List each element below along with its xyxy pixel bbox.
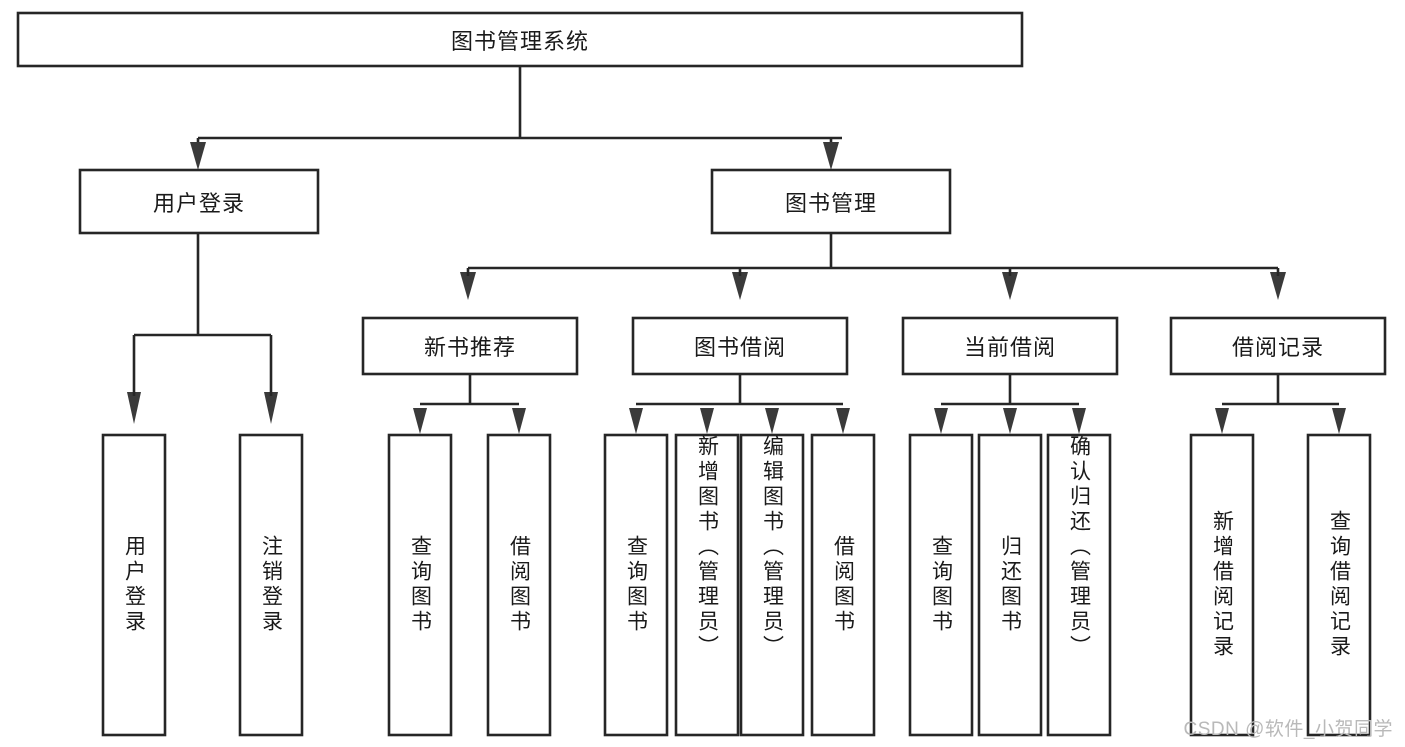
arrow-head-leaf-11	[1072, 408, 1086, 434]
node-box-leaf-12[interactable]	[1189, 433, 1255, 737]
node-box-root[interactable]	[16, 11, 1024, 68]
arrow-head-leaf-5	[629, 408, 643, 434]
arrow-head-book-borrow	[732, 272, 748, 300]
node-box-leaf-11[interactable]	[1046, 433, 1112, 737]
node-box-leaf-2[interactable]	[238, 433, 304, 737]
node-box-new-book-rec[interactable]	[361, 316, 579, 376]
node-box-leaf-5[interactable]	[603, 433, 669, 737]
node-box-borrow-record[interactable]	[1169, 316, 1387, 376]
arrow-head-leaf-12	[1215, 408, 1229, 434]
arrow-head-current-borrow	[1002, 272, 1018, 300]
node-box-leaf-13[interactable]	[1306, 433, 1372, 737]
connector-root-to-level2	[190, 66, 842, 170]
connector-bookborrow-to-leaves	[629, 374, 850, 434]
arrow-head-leaf-2	[264, 392, 278, 424]
node-box-leaf-7[interactable]	[739, 433, 805, 737]
arrow-head-leaf-8	[836, 408, 850, 434]
node-box-book-manage[interactable]	[710, 168, 952, 235]
arrow-head-leaf-6	[700, 408, 714, 434]
node-box-leaf-1[interactable]	[101, 433, 167, 737]
watermark: CSDN @软件_小贺同学	[1183, 719, 1393, 740]
arrow-head-leaf-3	[413, 408, 427, 434]
connector-bookmanage-to-level3	[460, 233, 1286, 300]
connector-userlogin-to-leaves	[127, 233, 278, 424]
arrow-head-leaf-7	[765, 408, 779, 434]
node-box-user-login[interactable]	[78, 168, 320, 235]
arrow-head-borrow-record	[1270, 272, 1286, 300]
arrow-head-book-manage	[823, 142, 839, 170]
node-box-leaf-4[interactable]	[486, 433, 552, 737]
node-box-current-borrow[interactable]	[901, 316, 1119, 376]
arrow-head-leaf-13	[1332, 408, 1346, 434]
connector-currentborrow-to-leaves	[934, 374, 1086, 434]
arrow-head-leaf-10	[1003, 408, 1017, 434]
node-box-leaf-10[interactable]	[977, 433, 1043, 737]
node-box-book-borrow[interactable]	[631, 316, 849, 376]
node-box-leaf-8[interactable]	[810, 433, 876, 737]
connector-borrowrecord-to-leaves	[1215, 374, 1346, 434]
arrow-head-new-book-rec	[460, 272, 476, 300]
arrow-head-leaf-1	[127, 392, 141, 424]
node-box-leaf-6[interactable]	[674, 433, 740, 737]
arrow-head-leaf-9	[934, 408, 948, 434]
arrow-head-user-login	[190, 142, 206, 170]
node-box-leaf-9[interactable]	[908, 433, 974, 737]
arrow-head-leaf-4	[512, 408, 526, 434]
node-box-leaf-3[interactable]	[387, 433, 453, 737]
connector-newbookrec-to-leaves	[413, 374, 526, 434]
